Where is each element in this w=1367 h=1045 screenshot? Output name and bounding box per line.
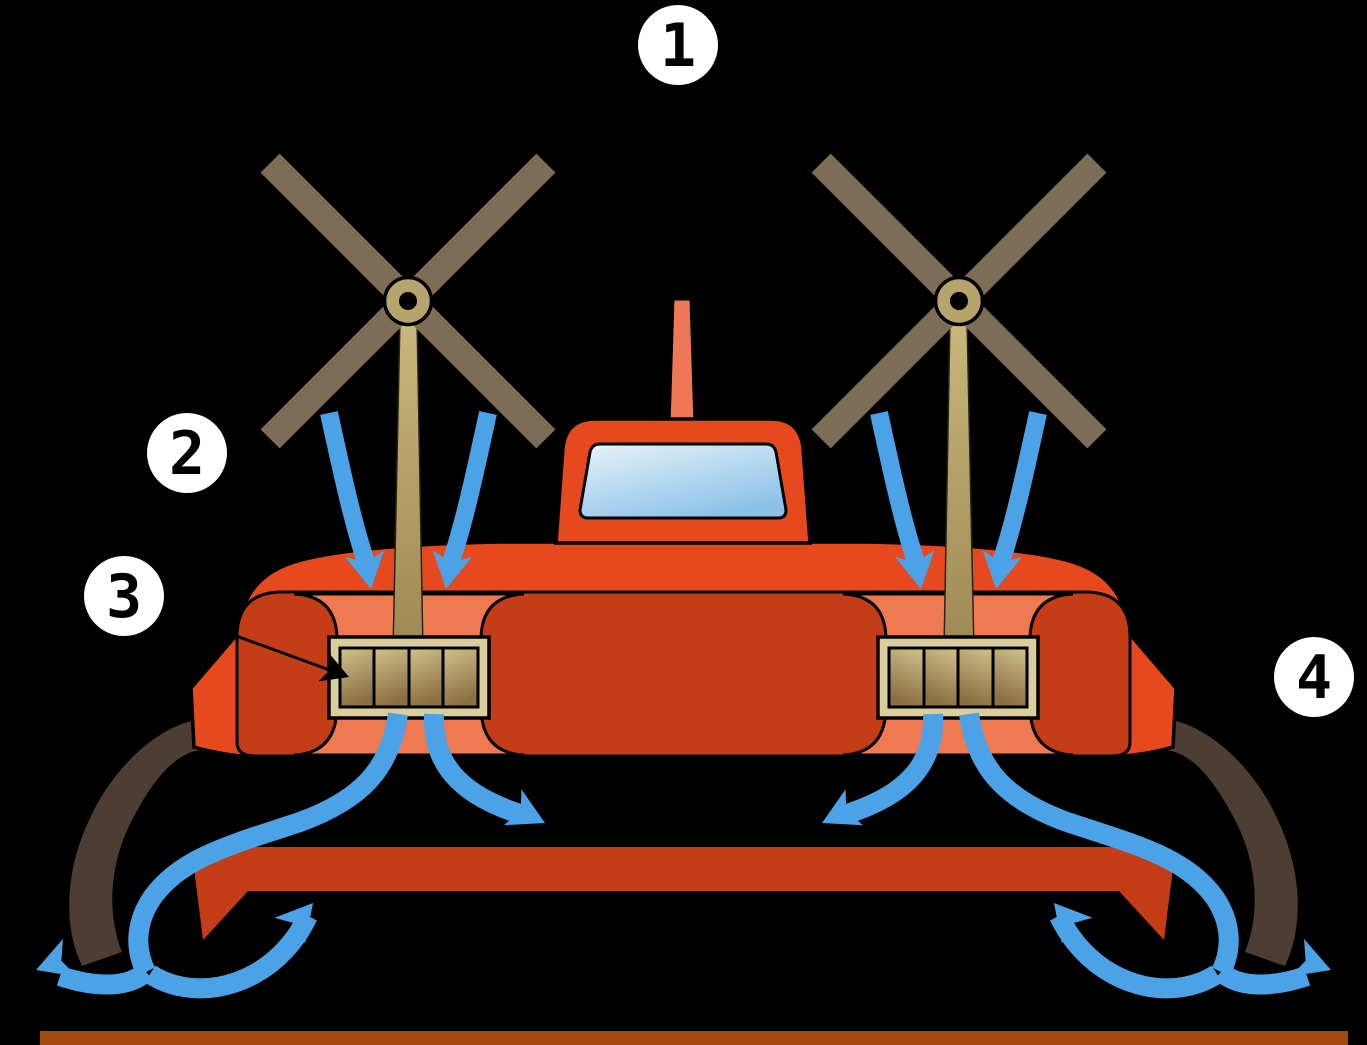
ground-line	[40, 1031, 1348, 1045]
label-3-number: 3	[106, 562, 142, 632]
label-marker-2: 2	[147, 413, 227, 493]
label-marker-1: 1	[638, 5, 718, 85]
label-marker-4: 4	[1274, 637, 1354, 717]
antenna-mast	[667, 297, 697, 427]
label-4-number: 4	[1296, 643, 1332, 713]
hull-bottom-plate	[194, 847, 1173, 940]
callout-arrow-3	[164, 608, 355, 692]
label-2-number: 2	[169, 419, 205, 489]
windshield	[578, 442, 788, 520]
label-1-number: 1	[660, 11, 696, 81]
label-marker-3: 3	[84, 556, 164, 636]
